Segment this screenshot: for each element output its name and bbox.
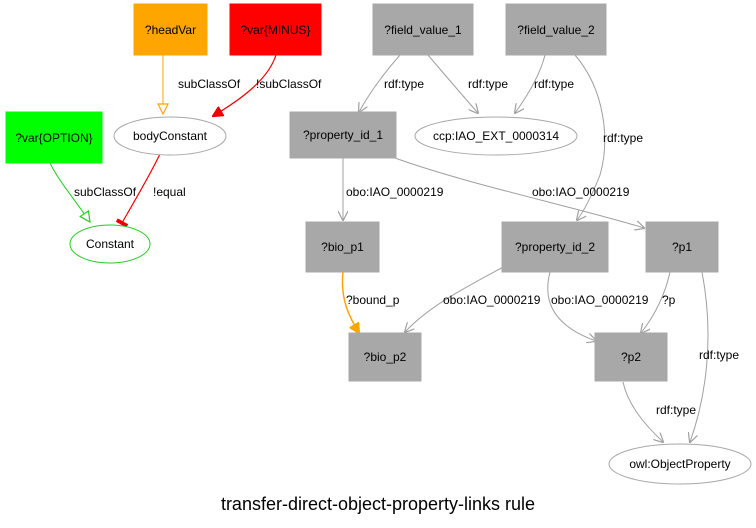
edge-label: rdf:type xyxy=(384,77,424,91)
edge-biop1-biop2 xyxy=(341,271,359,333)
edge-prop1-p1 xyxy=(394,157,644,228)
node-label: ?var{OPTION} xyxy=(15,131,92,145)
edge-label: obo:IAO_0000219 xyxy=(532,185,630,199)
node-p2[interactable]: ?p2 xyxy=(594,332,668,382)
node-property-id-1[interactable]: ?property_id_1 xyxy=(289,111,397,159)
edge-p1-p2 xyxy=(641,271,671,333)
edge-prop2-biop2 xyxy=(405,264,508,332)
edge-label: !subClassOf xyxy=(256,77,322,91)
edge-fv2-prop2 xyxy=(574,54,606,220)
edge-label: rdf:type xyxy=(699,348,739,362)
edge-p1-owl xyxy=(690,271,709,442)
node-label: bodyConstant xyxy=(133,129,208,143)
node-label: ?bio_p2 xyxy=(364,350,407,364)
node-headvar[interactable]: ?headVar xyxy=(133,3,208,56)
edge-label: subClassOf xyxy=(178,77,241,91)
edge-label: !equal xyxy=(153,185,186,199)
node-label: ?property_id_1 xyxy=(303,128,383,142)
node-ccp-iao[interactable]: ccp:IAO_EXT_0000314 xyxy=(414,116,578,156)
edge-label: obo:IAO_0000219 xyxy=(443,293,541,307)
node-bio-p2[interactable]: ?bio_p2 xyxy=(348,332,422,382)
edge-label: rdf:type xyxy=(603,131,643,145)
node-field-value-1[interactable]: ?field_value_1 xyxy=(372,3,474,56)
edge-fv2-ccp xyxy=(515,54,546,113)
node-label: ccp:IAO_EXT_0000314 xyxy=(433,129,559,143)
edge-minus-bodyconstant xyxy=(213,54,277,116)
diagram-title: transfer-direct-object-property-links ru… xyxy=(221,494,535,514)
edge-label: rdf:type xyxy=(656,403,696,417)
node-constant[interactable]: Constant xyxy=(69,224,151,264)
edge-label: rdf:type xyxy=(534,77,574,91)
edges xyxy=(49,54,709,442)
node-label: ?bio_p1 xyxy=(321,240,364,254)
edge-fv1-ccp xyxy=(427,54,478,113)
node-var-minus[interactable]: ?var{MINUS} xyxy=(229,3,322,56)
node-p1[interactable]: ?p1 xyxy=(645,221,719,273)
node-label: ?headVar xyxy=(145,23,196,37)
edge-label: subClassOf xyxy=(74,185,137,199)
node-label: Constant xyxy=(86,237,135,251)
node-label: ?field_value_2 xyxy=(517,23,595,37)
node-property-id-2[interactable]: ?property_id_2 xyxy=(501,221,609,273)
node-bio-p1[interactable]: ?bio_p1 xyxy=(305,221,380,273)
node-label: ?property_id_2 xyxy=(515,240,595,254)
edge-label: obo:IAO_0000219 xyxy=(551,293,649,307)
node-body-constant[interactable]: bodyConstant xyxy=(113,116,227,156)
node-var-option[interactable]: ?var{OPTION} xyxy=(5,111,103,164)
edge-option-constant xyxy=(49,162,90,222)
edge-labels: subClassOf !subClassOf subClassOf !equal… xyxy=(74,77,739,417)
edge-label: ?p xyxy=(662,293,676,307)
edge-label: ?bound_p xyxy=(346,293,400,307)
edge-prop2-p2 xyxy=(547,271,596,341)
node-owl-object-property[interactable]: owl:ObjectProperty xyxy=(608,443,752,485)
edge-fv1-prop1 xyxy=(359,54,401,112)
edge-label: rdf:type xyxy=(468,77,508,91)
edge-p2-owl xyxy=(622,381,663,442)
edge-bodyconstant-constant xyxy=(115,153,161,228)
node-label: ?field_value_1 xyxy=(384,23,462,37)
node-label: ?p2 xyxy=(621,350,641,364)
node-field-value-2[interactable]: ?field_value_2 xyxy=(505,3,607,56)
node-label: owl:ObjectProperty xyxy=(629,457,730,471)
node-label: ?p1 xyxy=(672,240,692,254)
node-label: ?var{MINUS} xyxy=(240,23,310,37)
edge-label: obo:IAO_0000219 xyxy=(346,185,444,199)
